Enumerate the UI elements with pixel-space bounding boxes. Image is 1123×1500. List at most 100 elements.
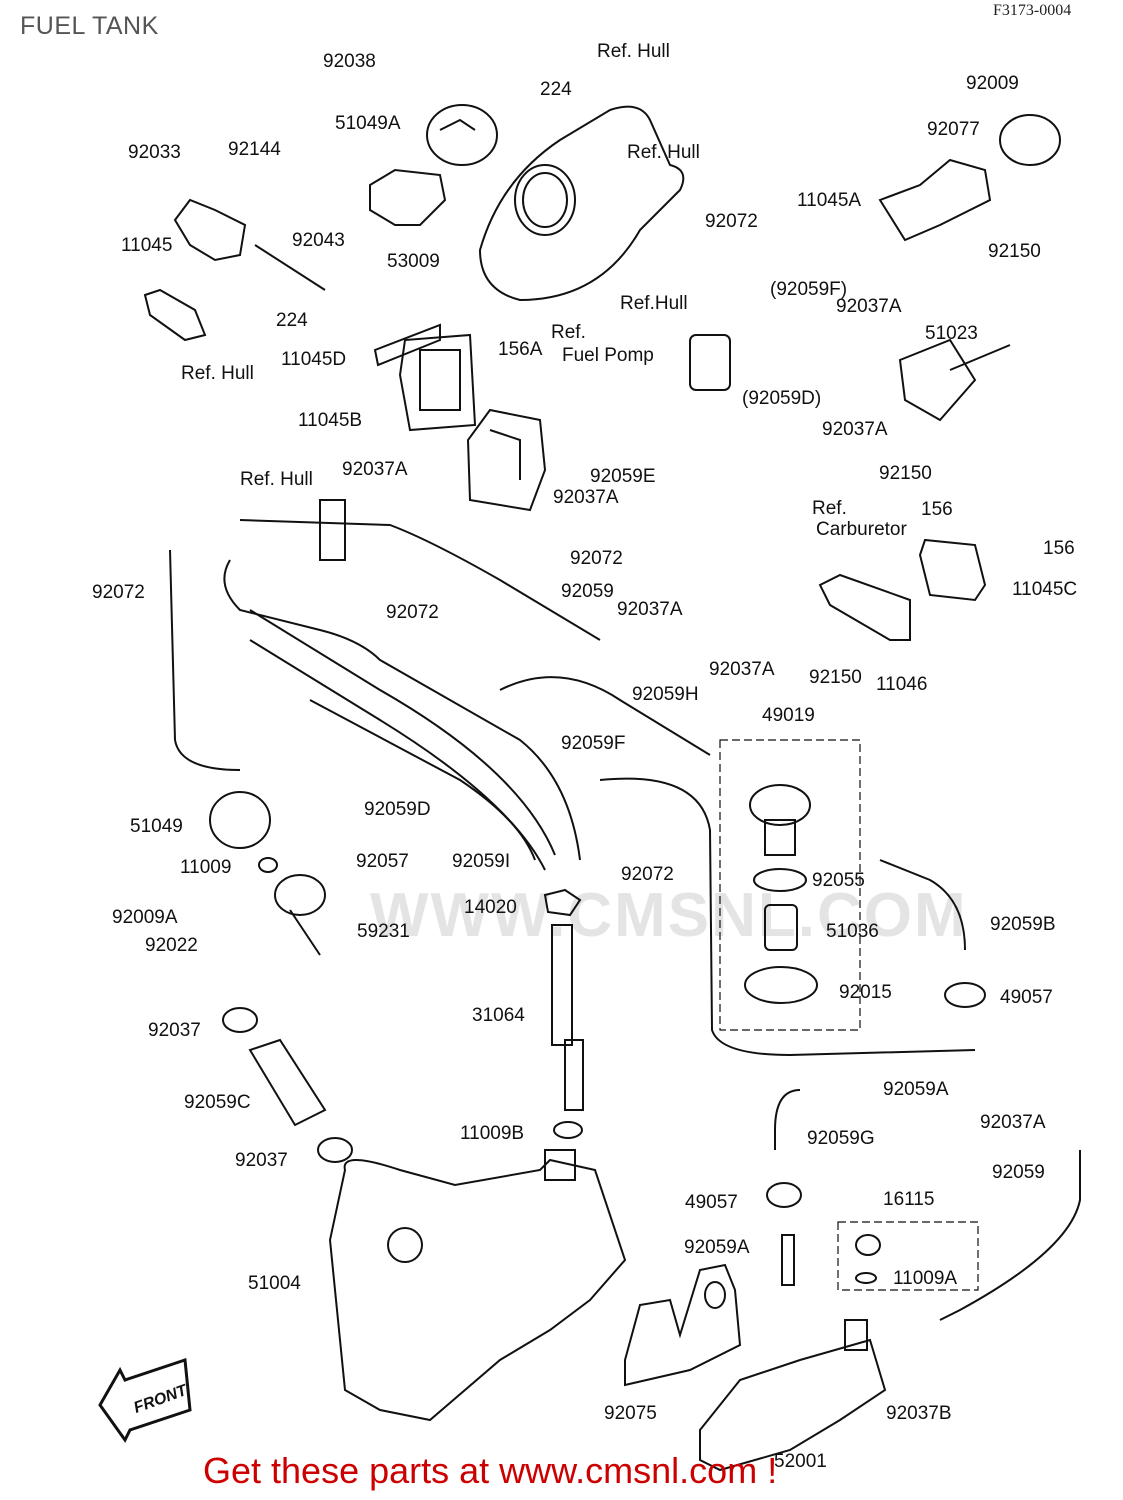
part-label[interactable]: 11045C: [1012, 579, 1078, 600]
part-label[interactable]: 92037A: [709, 659, 775, 680]
kit-16115-part: [837, 1221, 979, 1291]
part-label[interactable]: 156A: [498, 339, 543, 360]
part-label[interactable]: 11045: [121, 235, 173, 256]
part-label[interactable]: 92059F: [561, 733, 626, 754]
part-label[interactable]: 92037: [148, 1020, 201, 1041]
part-label[interactable]: 11046: [876, 674, 928, 695]
part-label[interactable]: 59231: [357, 921, 410, 942]
part-label[interactable]: 92072: [621, 864, 674, 885]
part-label[interactable]: 51004: [248, 1273, 301, 1294]
part-label[interactable]: 51023: [925, 323, 978, 344]
watermark: WWW.CMSNL.COM: [370, 881, 968, 950]
hose-92059C-part: [222, 1007, 353, 1163]
part-label[interactable]: 51036: [826, 921, 879, 942]
part-label[interactable]: 11045D: [281, 349, 347, 370]
part-label: Ref. Hull: [627, 142, 700, 163]
part-label[interactable]: 156: [1043, 538, 1075, 559]
part-label[interactable]: 92037B: [886, 1403, 952, 1424]
part-label[interactable]: 92033: [128, 142, 181, 163]
part-label[interactable]: 92150: [988, 241, 1041, 262]
part-label[interactable]: 92043: [292, 230, 345, 251]
part-label: Ref.Hull: [620, 293, 688, 314]
part-label[interactable]: 11009: [180, 857, 232, 878]
part-label[interactable]: 92072: [386, 602, 439, 623]
part-label[interactable]: 92037A: [617, 599, 683, 620]
part-label[interactable]: 92072: [92, 582, 145, 603]
part-label[interactable]: 92059: [992, 1162, 1045, 1183]
bracket-53009-part: [369, 168, 447, 226]
part-label[interactable]: 92037A: [553, 487, 619, 508]
part-label[interactable]: 92038: [323, 51, 376, 72]
part-label[interactable]: 92037A: [342, 459, 408, 480]
part-label[interactable]: 14020: [464, 897, 517, 918]
part-label[interactable]: 224: [540, 79, 572, 100]
part-label[interactable]: 92055: [812, 870, 865, 891]
hoses-part: [169, 519, 1081, 1321]
part-label[interactable]: 52001: [774, 1451, 827, 1472]
part-label[interactable]: 92059H: [632, 684, 699, 705]
part-label[interactable]: 92150: [809, 667, 862, 688]
cap-51049A-part: [426, 104, 498, 166]
part-label[interactable]: 92059I: [452, 851, 511, 872]
part-label[interactable]: 156: [921, 499, 953, 520]
bracket-11045-part: [143, 198, 247, 342]
part-label[interactable]: 49057: [685, 1192, 738, 1213]
part-label[interactable]: 92059D: [364, 799, 431, 820]
part-label[interactable]: 92144: [228, 139, 281, 160]
part-label[interactable]: 92059A: [883, 1079, 949, 1100]
diagram-code: F3173-0004: [993, 2, 1072, 19]
part-label[interactable]: 16115: [883, 1189, 935, 1210]
part-label[interactable]: (92059D): [742, 388, 822, 409]
part-label[interactable]: 51049: [130, 816, 183, 837]
part-label: Ref.: [551, 322, 586, 343]
part-label: Ref. Hull: [240, 469, 313, 490]
part-label[interactable]: 51049A: [335, 113, 401, 134]
part-label[interactable]: 92009A: [112, 907, 178, 928]
part-label: Ref.: [812, 498, 847, 519]
mount-plate-11045B-part: [373, 323, 477, 432]
part-label: Ref. Hull: [597, 41, 670, 62]
part-label[interactable]: 11009B: [460, 1123, 525, 1144]
part-label[interactable]: 92059E: [590, 466, 656, 487]
part-label[interactable]: (92059F): [770, 279, 848, 300]
part-label[interactable]: 92059A: [684, 1237, 750, 1258]
part-label[interactable]: 92037: [235, 1150, 288, 1171]
part-label[interactable]: 92072: [570, 548, 623, 569]
part-label[interactable]: 49057: [1000, 987, 1053, 1008]
fuel-gauge-31064-part: [543, 888, 584, 1139]
reservoir-52001-part: [699, 1319, 887, 1472]
part-label[interactable]: 92059: [561, 581, 614, 602]
rod-92043-part: [254, 244, 326, 291]
part-label[interactable]: 31064: [472, 1005, 525, 1026]
part-label[interactable]: 224: [276, 310, 308, 331]
fuel-pump-part: [466, 408, 547, 512]
part-label[interactable]: 92037A: [822, 419, 888, 440]
part-label[interactable]: 11009A: [893, 1268, 958, 1289]
part-label[interactable]: 49019: [762, 705, 815, 726]
part-label[interactable]: 92009: [966, 73, 1019, 94]
hull-clamp-ref-part: [319, 334, 731, 561]
part-label[interactable]: 11045B: [298, 410, 363, 431]
part-label[interactable]: 92075: [604, 1403, 657, 1424]
part-label[interactable]: 11045A: [797, 190, 862, 211]
part-label[interactable]: 92059C: [184, 1092, 251, 1113]
part-label[interactable]: 92059G: [807, 1128, 875, 1149]
bracket-11045C-part: [818, 538, 987, 641]
fuel-tank-51004-part: [328, 1149, 627, 1422]
part-label[interactable]: 92057: [356, 851, 409, 872]
part-label[interactable]: 92150: [879, 463, 932, 484]
part-label[interactable]: 92072: [705, 211, 758, 232]
bracket-11045A-part: [878, 114, 1061, 242]
part-label[interactable]: 92077: [927, 119, 980, 140]
footer-cta[interactable]: Get these parts at www.cmsnl.com !: [203, 1450, 778, 1491]
hull-cover-part: [478, 105, 685, 302]
part-label[interactable]: 92037A: [980, 1112, 1046, 1133]
bracket-92075-part: [624, 1263, 742, 1387]
part-label[interactable]: 92022: [145, 935, 198, 956]
part-label[interactable]: 53009: [387, 251, 440, 272]
part-label[interactable]: 92037A: [836, 296, 902, 317]
part-label: Fuel Pomp: [562, 345, 654, 366]
part-label[interactable]: 92015: [839, 982, 892, 1003]
part-label[interactable]: 92059B: [990, 914, 1056, 935]
